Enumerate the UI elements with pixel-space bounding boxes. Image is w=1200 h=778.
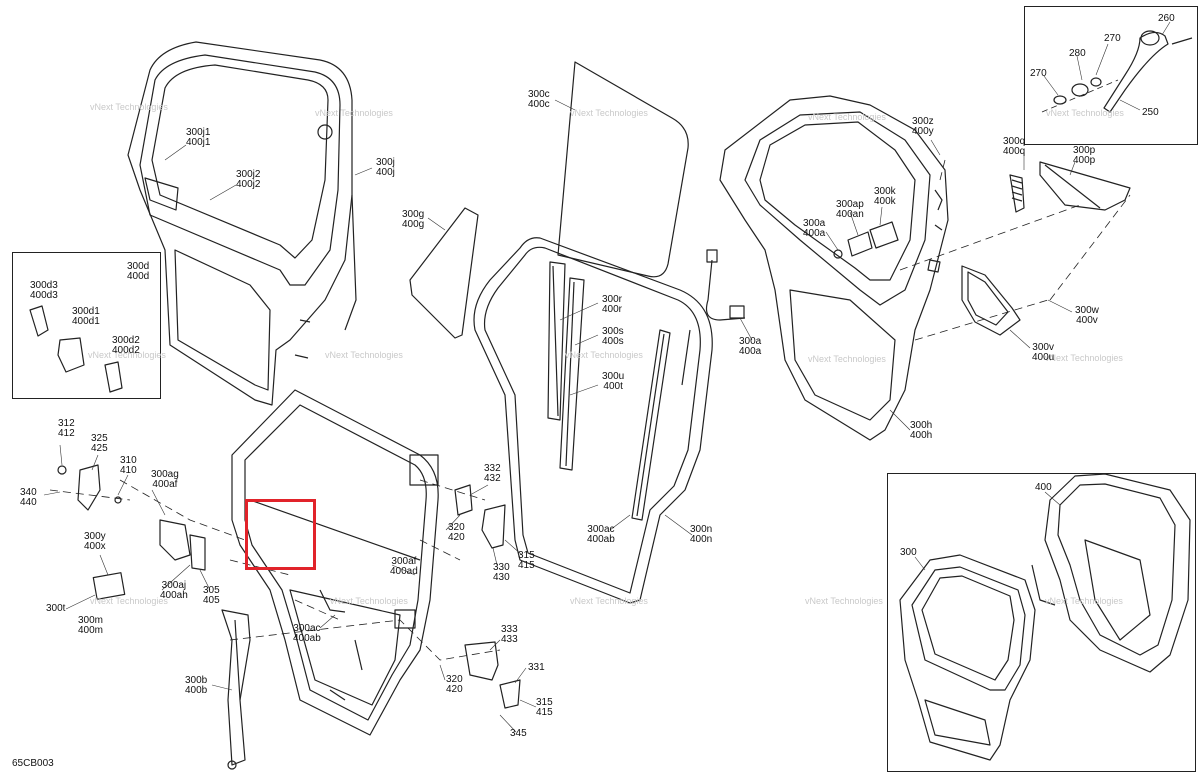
window-channel-s <box>559 277 585 471</box>
callout-260: 260 <box>1158 13 1175 24</box>
window-channel-u <box>631 329 671 521</box>
window-glass <box>557 61 689 278</box>
bracket-300aj <box>189 534 206 571</box>
regulator-300b <box>221 609 251 766</box>
hinge-325 <box>77 464 101 511</box>
strap-bracket <box>1039 161 1131 211</box>
weatherstrip-seal <box>473 237 713 604</box>
side-glass <box>409 207 479 339</box>
assembled-doors <box>899 473 1191 761</box>
callout-300: 300 <box>900 547 917 558</box>
bracket-330 <box>481 504 506 549</box>
door-frame <box>231 389 439 736</box>
bracket-333 <box>464 641 499 681</box>
callout-300t: 300t <box>46 603 66 614</box>
hinge-332 <box>454 484 473 516</box>
door-latch <box>847 221 899 257</box>
bracket-331 <box>499 679 521 709</box>
inset-box-strap <box>1024 6 1198 145</box>
callout-280: 280 <box>1069 48 1086 59</box>
callout-270b: 270 <box>1030 68 1047 79</box>
upper-door-shell <box>127 41 357 406</box>
callout-345: 345 <box>510 728 527 739</box>
callout-250: 250 <box>1142 107 1159 118</box>
switch-300m <box>92 572 126 600</box>
pull-handle <box>961 265 1021 336</box>
diagram-code: 65CB003 <box>12 758 54 769</box>
spring <box>1009 174 1025 213</box>
callout-400: 400 <box>1035 482 1052 493</box>
inset-box-assembly <box>887 473 1196 772</box>
wire-harness <box>681 259 746 386</box>
highlight-box <box>245 499 316 570</box>
callout-270a: 270 <box>1104 33 1121 44</box>
inner-door-panel <box>719 95 949 441</box>
latch-300ag <box>159 519 191 561</box>
inset-box-300d <box>12 252 161 399</box>
window-channel-r <box>547 261 566 421</box>
callout-331: 331 <box>528 662 545 673</box>
